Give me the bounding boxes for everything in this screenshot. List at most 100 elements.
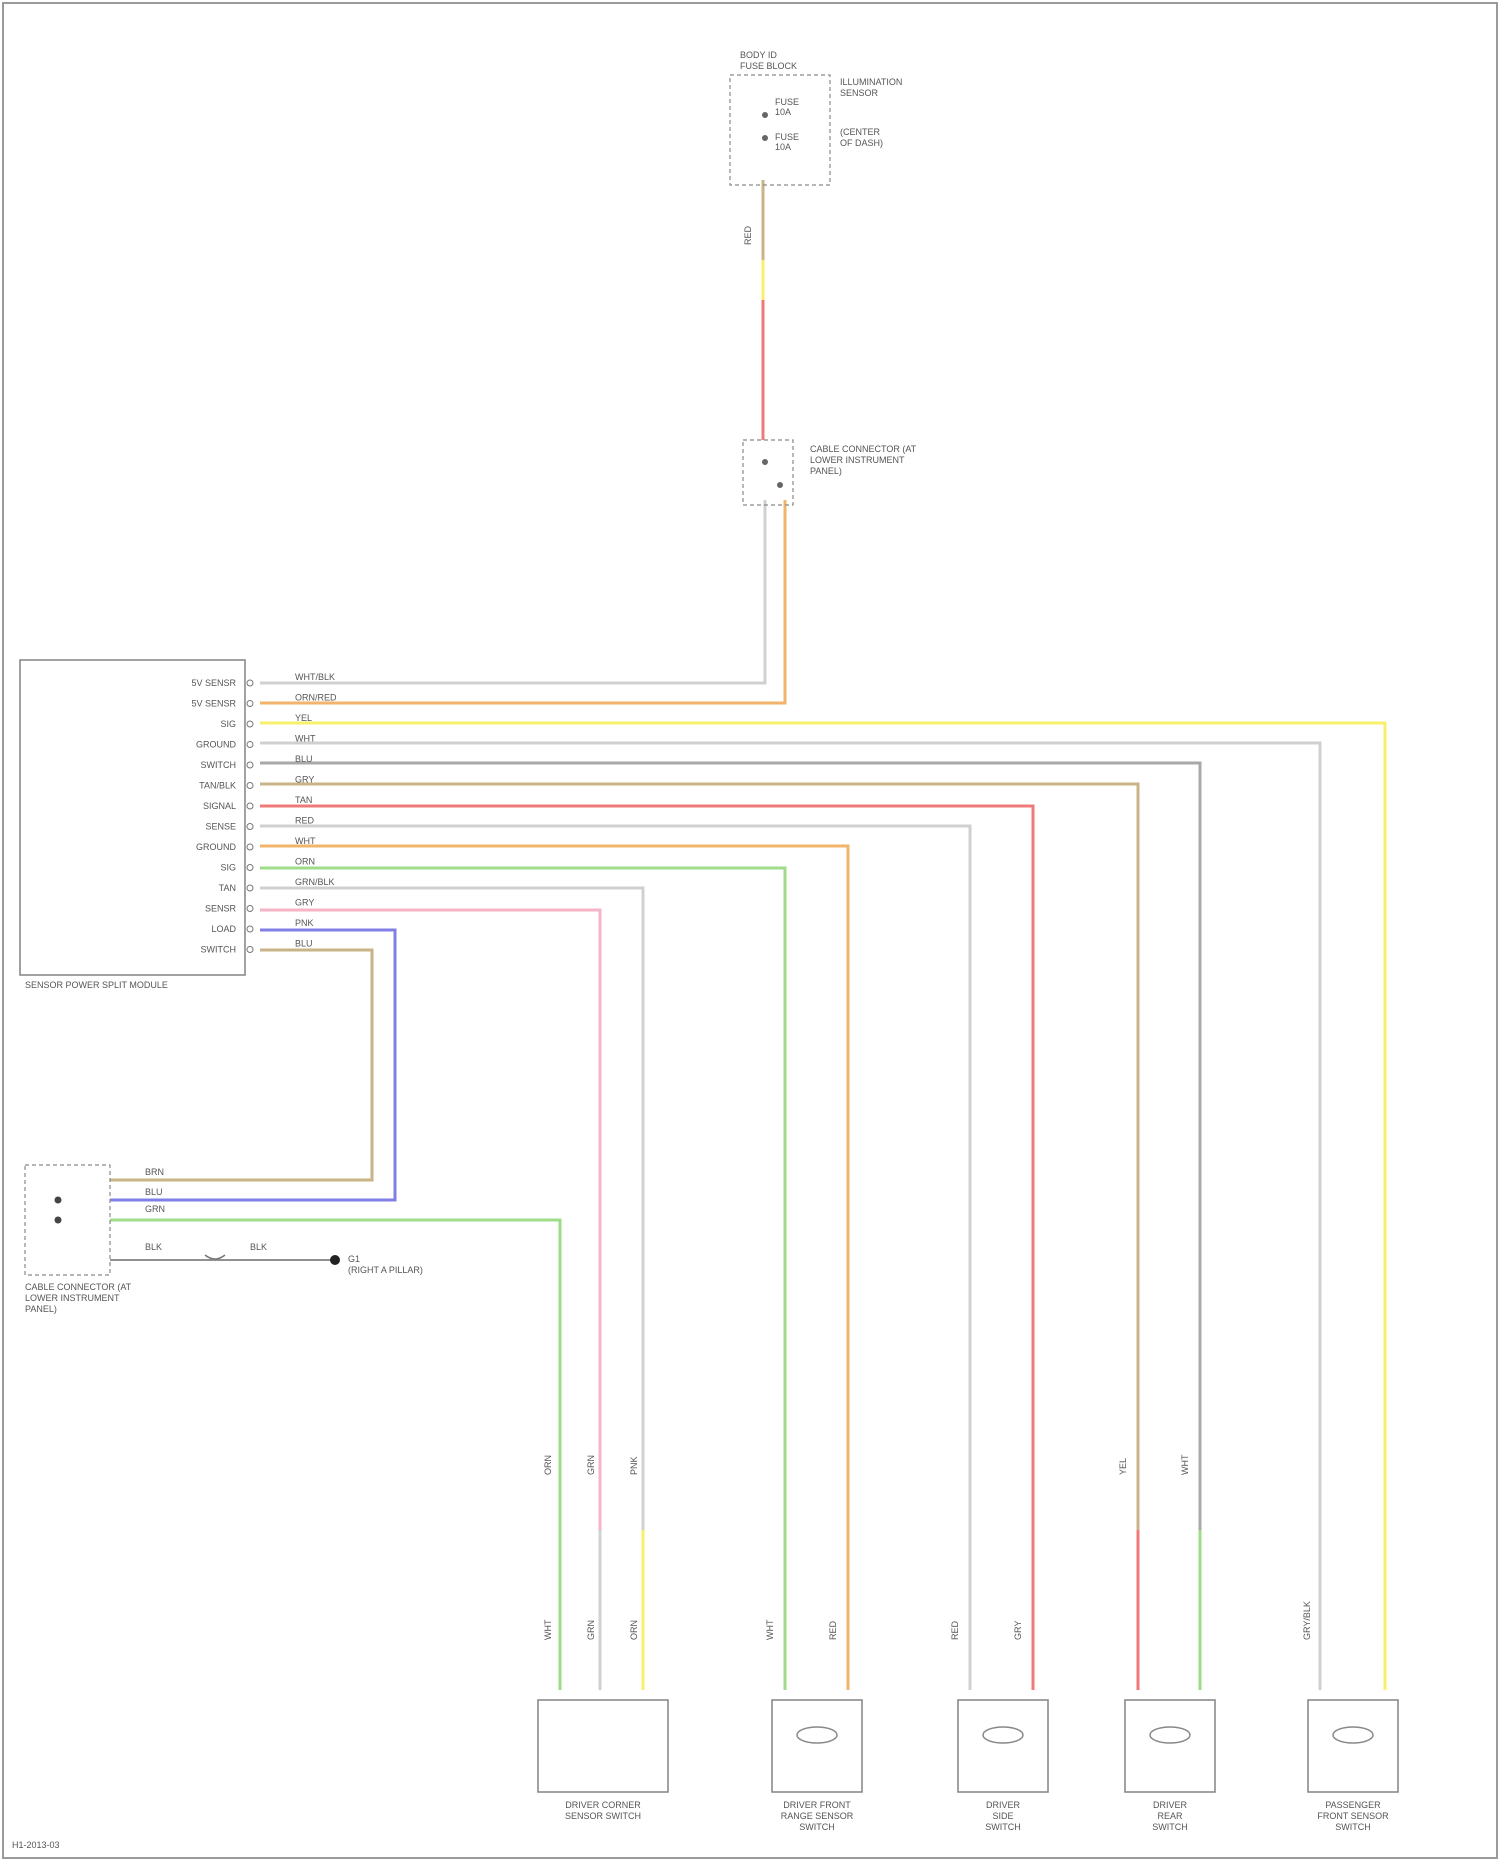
upper-connector-pin-1 (762, 459, 768, 465)
lower-connector-wire-tag: GRN (145, 1204, 165, 1214)
wires-group (110, 180, 1385, 1690)
module-pin-wire-code: GRN/BLK (295, 877, 335, 887)
module-pin-name: SIG (220, 719, 236, 729)
sensors: DRIVER CORNERSENSOR SWITCH DRIVER FRONTRA… (538, 1700, 1398, 1832)
module-pin (247, 885, 253, 891)
fuse-pin-1 (762, 112, 768, 118)
wire-grn-1 (260, 868, 785, 1690)
module-pin-name: SIGNAL (203, 801, 236, 811)
module-pin (247, 762, 253, 768)
module-pin-name: SENSE (205, 822, 236, 832)
module-pin-name: SWITCH (201, 760, 237, 770)
module-pin (247, 783, 253, 789)
module-pin (247, 824, 253, 830)
module-pin-name: LOAD (211, 924, 236, 934)
module-pin-wire-code: GRY (295, 775, 314, 785)
sensor-icon (1150, 1727, 1190, 1743)
module-caption: SENSOR POWER SPLIT MODULE (25, 980, 168, 990)
module-pin-name: 5V SENSR (191, 678, 236, 688)
fuse-pin-2 (762, 135, 768, 141)
lower-connector-splice-1 (55, 1197, 62, 1204)
module-pin (247, 906, 253, 912)
wire-orn-red (260, 500, 785, 703)
module-pin-wire-code: TAN (295, 795, 312, 805)
module-pin (247, 701, 253, 707)
module-pin-wire-code: RED (295, 816, 315, 826)
sensor-box (1125, 1700, 1215, 1792)
wire-blu (110, 930, 395, 1200)
wire-tag: WHT (543, 1619, 553, 1640)
wire-wht-1 (260, 743, 1320, 1690)
module-pin (247, 721, 253, 727)
lower-connector-splice-2 (55, 1217, 62, 1224)
wire-tag: GRY/BLK (1302, 1601, 1312, 1640)
wire-red-1 (260, 806, 1033, 1690)
module-pin-wire-code: BLU (295, 754, 313, 764)
module-pin-wire-code: PNK (295, 918, 314, 928)
module-pin-name: SWITCH (201, 945, 237, 955)
module-pin (247, 680, 253, 686)
module-pin-name: GROUND (196, 842, 236, 852)
wire-tag: RED (828, 1620, 838, 1640)
wire-tag: WHT (765, 1619, 775, 1640)
wire-grn-2 (110, 1220, 560, 1690)
sensor-box (1308, 1700, 1398, 1792)
lower-connector-outline (25, 1165, 110, 1275)
sensor-icon (797, 1727, 837, 1743)
module-pin (247, 947, 253, 953)
wire-tag: YEL (1118, 1458, 1128, 1475)
illumination-sensor-location: (CENTEROF DASH) (840, 127, 883, 148)
module-pin-wire-code: YEL (295, 713, 312, 723)
wire-tag: GRN (586, 1455, 596, 1475)
lower-connector-label: CABLE CONNECTOR (ATLOWER INSTRUMENTPANEL… (25, 1282, 132, 1314)
wire-tag: WHT (1180, 1454, 1190, 1475)
module-pin-name: SENSR (205, 904, 237, 914)
sensor-box (538, 1700, 668, 1792)
sensor-icon (983, 1727, 1023, 1743)
lower-connector-wire-tag: BLK (145, 1242, 162, 1252)
sensor-icon (1333, 1727, 1373, 1743)
module-pin (247, 926, 253, 932)
lower-connector-wire-tag: BLK (250, 1242, 267, 1252)
wire-wht-blk (260, 500, 765, 683)
module-pin-wire-code: WHT (295, 836, 316, 846)
wire-wht-2 (260, 826, 970, 1690)
wire-tag: RED (950, 1620, 960, 1640)
sensor-label: DRIVERSIDESWITCH (985, 1800, 1021, 1832)
module-pin (247, 844, 253, 850)
sensor-box (958, 1700, 1048, 1792)
module-pin-name: SIG (220, 863, 236, 873)
wire-wht-3 (260, 888, 643, 1530)
sensor-box (772, 1700, 862, 1792)
fuse-block-title: BODY IDFUSE BLOCK (740, 50, 797, 71)
module-pin-wire-code: WHT (295, 734, 316, 744)
wire-tag: GRN (586, 1620, 596, 1640)
wire-tan-1 (260, 784, 1138, 1530)
wire-tag: RED (743, 225, 753, 245)
module-pin-name: 5V SENSR (191, 699, 236, 709)
ground-resistor-symbol (205, 1255, 225, 1259)
upper-connector-pin-2 (777, 482, 783, 488)
module-pin-wire-code: ORN (295, 857, 315, 867)
lower-connector-wire-tag: BLU (145, 1187, 163, 1197)
wire-tag: ORN (543, 1455, 553, 1475)
wire-gry-1 (260, 763, 1200, 1530)
wire-tag: GRY (1013, 1621, 1023, 1640)
module-pin (247, 742, 253, 748)
module-pin-wire-code: WHT/BLK (295, 672, 335, 682)
lower-connector-wire-tag: BRN (145, 1167, 164, 1177)
